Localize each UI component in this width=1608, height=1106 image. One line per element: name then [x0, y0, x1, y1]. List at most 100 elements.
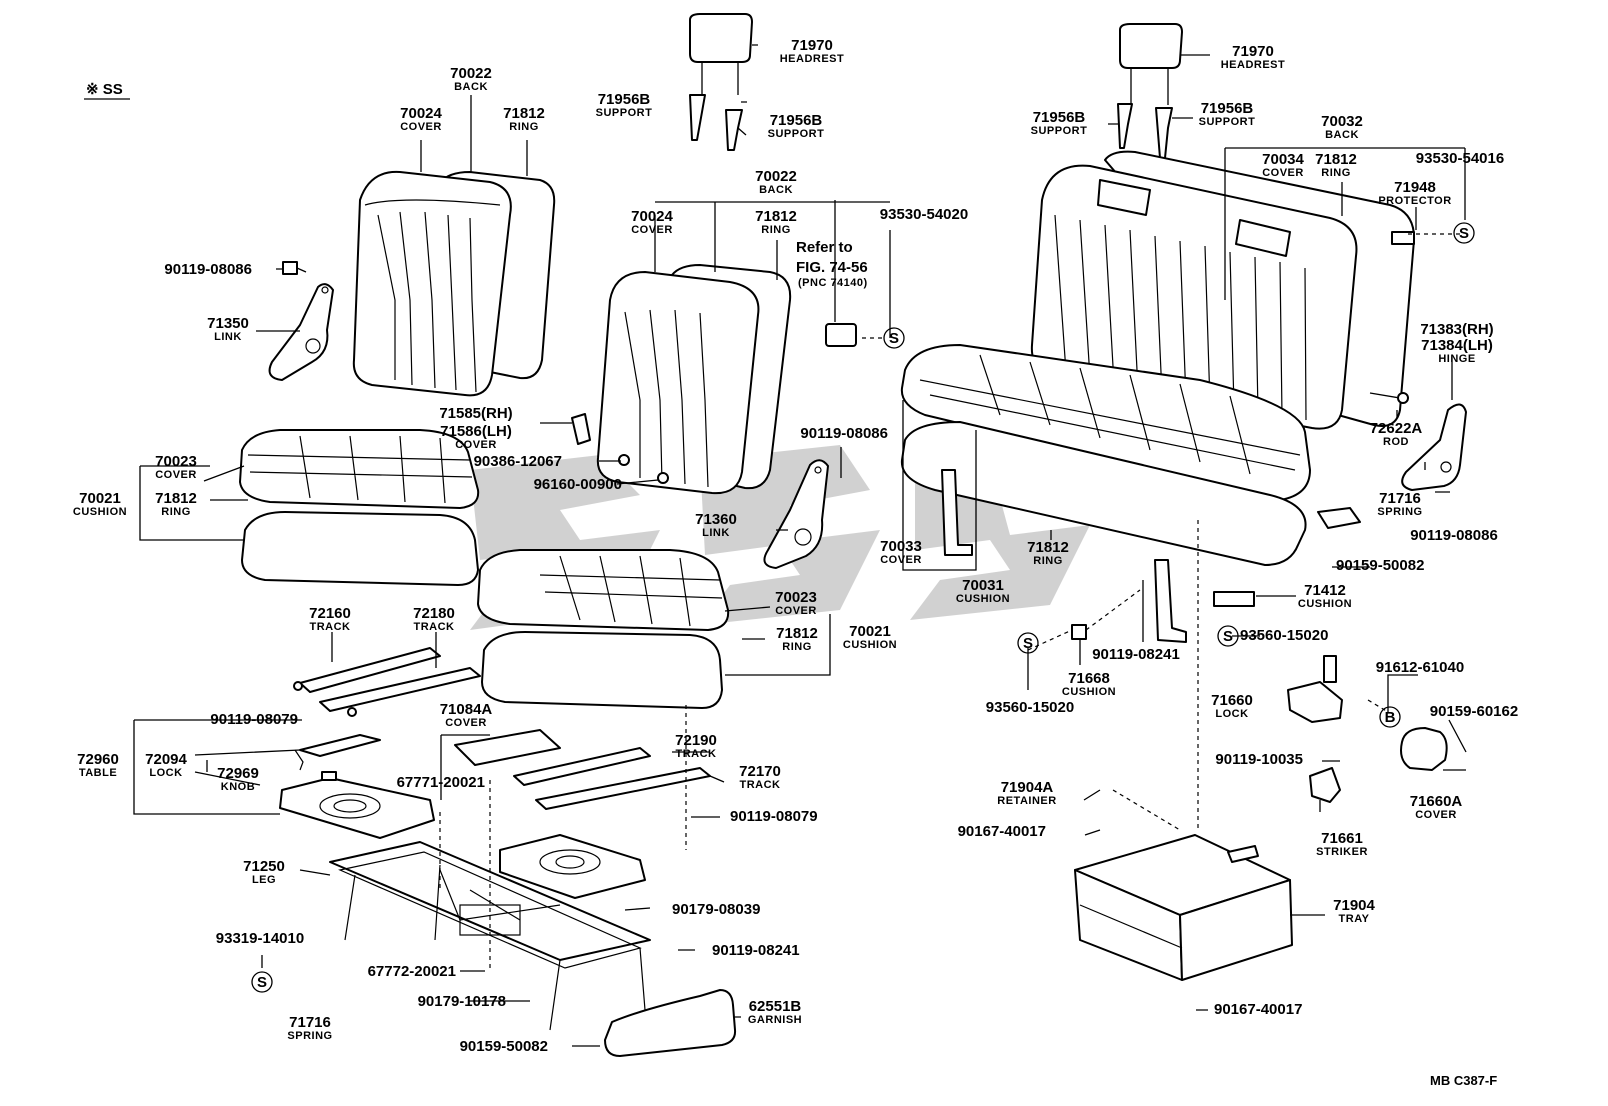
- s-marker-5: [1017, 632, 1039, 654]
- left-swivel-base: [279, 734, 435, 839]
- callout-c54: 71383(RH): [1420, 321, 1493, 338]
- callout-c41: 71586(LH)COVER: [440, 423, 512, 451]
- refer-note-line1: Refer to: [796, 239, 853, 256]
- bench-legs: [941, 469, 1187, 643]
- part-name: RING: [761, 224, 791, 236]
- part-number: 90167-40017: [1214, 1001, 1302, 1018]
- part-name: LINK: [214, 331, 242, 343]
- part-name: CUSHION: [73, 506, 127, 518]
- bench-cushion-pad: [900, 421, 1307, 566]
- part-number: 90119-08086: [1410, 527, 1498, 544]
- part-number: 71250: [243, 858, 285, 875]
- part-number: 90159-60162: [1430, 703, 1518, 720]
- part-number: 71948: [1394, 179, 1436, 196]
- part-number: 71350: [207, 315, 249, 332]
- part-name: RING: [782, 641, 812, 653]
- part-name: LOCK: [1215, 708, 1248, 720]
- left-seat-cushion-cover: [239, 429, 480, 509]
- part-number: 71585(RH): [439, 405, 512, 422]
- part-name: TRACK: [414, 621, 455, 633]
- left-seat-cushion-pad: [241, 511, 479, 586]
- part-number: 93560-15020: [1240, 627, 1328, 644]
- part-number: 90119-08079: [210, 711, 298, 728]
- part-number: 71956B: [770, 112, 823, 129]
- part-number: 71904: [1333, 897, 1375, 914]
- headrest-right: [1119, 23, 1183, 105]
- left-tracks: [293, 647, 481, 717]
- part-number: 91612-61040: [1376, 659, 1464, 676]
- part-name: CUSHION: [843, 639, 897, 651]
- callout-c40: 71585(RH): [439, 405, 512, 422]
- footer-code: MB C387-F: [1430, 1073, 1497, 1088]
- part-number: 90119-08086: [164, 261, 252, 278]
- part-number: 72190: [675, 732, 717, 749]
- part-number: 70022: [450, 65, 492, 82]
- part-number: 70021: [849, 623, 891, 640]
- part-name: CUSHION: [956, 593, 1010, 605]
- marker-symbols: S S S S S B: [251, 222, 1475, 993]
- part-name: RETAINER: [997, 795, 1056, 807]
- part-number: 71812: [503, 105, 545, 122]
- part-name: TRAY: [1339, 913, 1370, 925]
- part-number: 93530-54020: [880, 206, 968, 223]
- part-number: 71668: [1068, 670, 1110, 687]
- center-link-71360: [763, 459, 829, 569]
- part-name: COVER: [880, 554, 922, 566]
- callout-c24: 90119-08241: [712, 942, 800, 959]
- s-marker-3: [1453, 222, 1475, 244]
- part-number: 71812: [1315, 151, 1357, 168]
- part-number: 67772-20021: [368, 963, 456, 980]
- part-number: 93560-15020: [986, 699, 1074, 716]
- part-number: 71970: [1232, 43, 1274, 60]
- bench-misc-parts: [1071, 231, 1415, 640]
- s-marker-1-text: S: [257, 974, 267, 991]
- part-name: SUPPORT: [596, 107, 653, 119]
- center-cushion-pad: [481, 631, 723, 709]
- callout-c26: 90119-08079: [730, 808, 818, 825]
- part-name: COVER: [400, 121, 442, 133]
- part-number: 70024: [631, 208, 673, 225]
- part-name: RING: [509, 121, 539, 133]
- part-number: 70034: [1262, 151, 1304, 168]
- cover-71585: [571, 413, 591, 445]
- callout-c38: 93530-54020: [880, 206, 968, 223]
- part-number: 90179-10178: [418, 993, 506, 1010]
- part-name: ROD: [1383, 436, 1409, 448]
- callout-c25: 90179-08039: [672, 901, 760, 918]
- part-number: 71383(RH): [1420, 321, 1493, 338]
- callout-c75: 90167-40017: [958, 823, 1046, 840]
- callout-c58: 90119-08086: [1410, 527, 1498, 544]
- part-number: 71084A: [440, 701, 493, 718]
- part-name: HINGE: [1438, 353, 1475, 365]
- callout-c59: 90159-50082: [1336, 557, 1424, 574]
- refer-note: Refer to FIG. 74-56 (PNC 74140): [796, 239, 868, 289]
- center-cushion-cover: [477, 549, 730, 631]
- bolt-90119-08086-left: [282, 261, 307, 275]
- part-number: 71812: [755, 208, 797, 225]
- part-name: COVER: [155, 469, 197, 481]
- table-cover-71084A: [454, 729, 561, 766]
- part-number: 70031: [962, 577, 1004, 594]
- part-number: 71904A: [1001, 779, 1054, 796]
- part-name: SUPPORT: [1199, 116, 1256, 128]
- link-71350: [268, 283, 334, 381]
- callout-c42: 90386-12067: [474, 453, 562, 470]
